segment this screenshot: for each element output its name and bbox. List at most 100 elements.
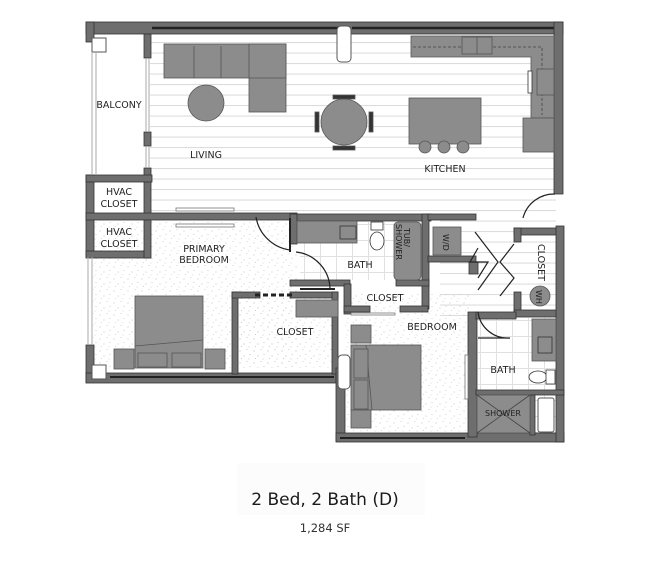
wall-hvac-bottom	[85, 250, 151, 259]
bath2-sink	[537, 336, 553, 354]
window-bedroom	[337, 354, 351, 390]
bath2-toilet-tank	[545, 369, 556, 385]
range	[536, 68, 555, 96]
label-wd: W/D	[441, 234, 450, 251]
walls	[85, 21, 565, 443]
label-primary-bedroom-line2: BEDROOM	[179, 255, 229, 266]
door-bath2	[477, 311, 511, 339]
kitchen-island	[408, 97, 482, 145]
wall-living-bedroom	[85, 212, 298, 221]
bedroom-nightstand-bottom	[350, 409, 372, 429]
door-entry	[522, 193, 556, 219]
wall-bath-left	[289, 213, 298, 245]
bedroom-nightstand-top	[350, 324, 372, 344]
bifold-doors-closet	[499, 243, 515, 297]
bedroom-pillow-1	[353, 348, 369, 379]
wall-right-lower	[555, 225, 565, 443]
wall-bedroom-closet-bottom-l	[343, 305, 371, 313]
dining-chair-right	[368, 111, 374, 133]
stool-3	[456, 140, 470, 154]
wall-wd-bedroom	[468, 261, 479, 275]
tub-shower	[393, 221, 422, 281]
label-living: LIVING	[190, 150, 222, 161]
label-hvac-1-line1: HVAC	[106, 187, 132, 198]
wall-balcony-divider-mid	[143, 131, 152, 147]
label-tub-line2: SHOWER	[394, 224, 403, 260]
wall-bedroom-right	[467, 311, 478, 438]
label-primary-bedroom-line1: PRIMARY	[183, 244, 225, 255]
closet-shelf	[295, 299, 339, 318]
bath2-toilet	[528, 370, 548, 384]
label-wh: WH	[534, 290, 543, 304]
label-primary-bath: BATH	[347, 260, 372, 271]
bath-sink	[339, 225, 357, 240]
label-tub-line1: TUB/	[402, 227, 411, 247]
toilet-tank	[370, 221, 384, 231]
refrigerator	[522, 117, 555, 153]
nightstand-right	[204, 348, 226, 370]
caption-background	[237, 463, 425, 515]
unit-title: 2 Bed, 2 Bath (D)	[251, 490, 399, 510]
wall-bath-bottom	[289, 279, 351, 287]
window-bedroom-corner	[91, 364, 107, 380]
wall-bath-bottom-right	[395, 279, 430, 287]
closet-rods	[175, 207, 469, 400]
label-hvac-2-line1: HVAC	[106, 227, 132, 238]
bath-vanity	[296, 220, 358, 244]
window-balcony-corner	[91, 37, 107, 53]
washer-dryer	[432, 226, 462, 256]
coffee-table	[187, 84, 225, 122]
label-hall-closet: CLOSET	[535, 244, 546, 281]
water-heater	[529, 285, 551, 307]
wall-hall-closet-left-top	[513, 227, 522, 243]
label-bedroom-closet: CLOSET	[367, 293, 404, 304]
pillow-left	[137, 352, 168, 368]
wall-bath-top	[289, 213, 432, 222]
stool-2	[437, 140, 451, 154]
room-labels: BALCONY LIVING KITCHEN HVAC CLOSET HVAC …	[96, 100, 546, 418]
wall-bedroom-closet-bottom-r	[399, 305, 429, 313]
bath2-tub	[537, 397, 555, 433]
wall-right-upper	[553, 21, 564, 195]
window-living	[336, 25, 352, 63]
label-primary-closet: CLOSET	[277, 327, 314, 338]
label-bedroom: BEDROOM	[407, 322, 457, 333]
windows	[87, 25, 555, 433]
wall-closet-right	[331, 291, 339, 375]
wall-hvac-right	[143, 219, 152, 259]
wall-left-top	[85, 21, 95, 43]
label-hvac-2-line2: CLOSET	[101, 239, 138, 250]
dining-table	[320, 98, 368, 146]
door-primary-bath	[295, 251, 331, 291]
bedroom-pillow-2	[353, 379, 369, 410]
wall-wd-bottom	[427, 255, 477, 263]
doors	[255, 193, 556, 339]
wall-closet-top-right	[289, 291, 339, 299]
wall-bedroom-closet-left	[343, 283, 352, 315]
nightstand-left	[113, 348, 135, 370]
door-primary-bedroom	[255, 216, 291, 251]
unit-area: 1,284 SF	[299, 521, 351, 535]
dining-chair-top	[332, 94, 356, 100]
label-kitchen: KITCHEN	[424, 164, 465, 175]
wall-closet-left	[231, 291, 239, 375]
furniture	[113, 35, 557, 434]
dining-chair-left	[314, 111, 320, 133]
wall-bath2-shower-top	[475, 389, 565, 396]
range-handle	[527, 70, 533, 94]
wall-bath2-top	[475, 311, 517, 320]
label-bath2: BATH	[490, 365, 515, 376]
label-shower: SHOWER	[485, 409, 521, 418]
dining-chair-bottom	[332, 145, 356, 151]
label-hvac-1-line2: CLOSET	[101, 199, 138, 210]
label-balcony: BALCONY	[96, 100, 142, 111]
wall-shower-right	[529, 394, 536, 436]
stool-1	[418, 140, 432, 154]
wall-wd-top	[427, 213, 477, 221]
wall-balcony-divider-top	[143, 33, 152, 59]
toilet	[369, 231, 385, 251]
wall-hvac-top	[85, 174, 153, 183]
bifold-doors-wd	[468, 231, 499, 291]
bath2-vanity	[531, 318, 557, 362]
